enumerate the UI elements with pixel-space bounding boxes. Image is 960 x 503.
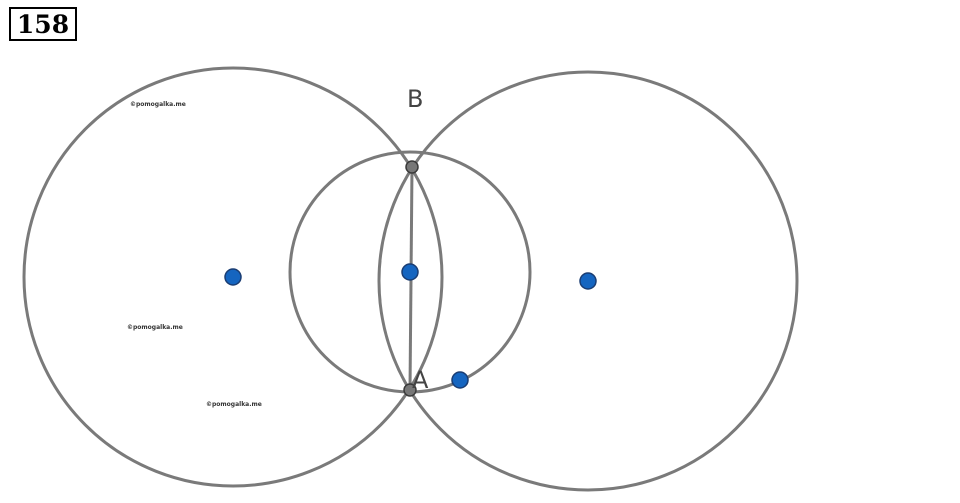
middle-circle-center <box>401 263 419 281</box>
point-a-marker <box>403 383 417 397</box>
right-circle <box>377 70 799 492</box>
label-b: B <box>407 85 423 113</box>
extra-blue-point <box>451 371 469 389</box>
left-circle <box>22 66 444 488</box>
problem-number: 158 <box>9 7 77 41</box>
right-circle-center <box>579 272 597 290</box>
watermark: ©pomogalka.me <box>127 324 183 331</box>
left-circle-center <box>224 268 242 286</box>
label-a: A <box>412 366 429 394</box>
watermark: ©pomogalka.me <box>130 101 186 108</box>
watermark: ©pomogalka.me <box>206 401 262 408</box>
point-b-marker <box>405 160 419 174</box>
